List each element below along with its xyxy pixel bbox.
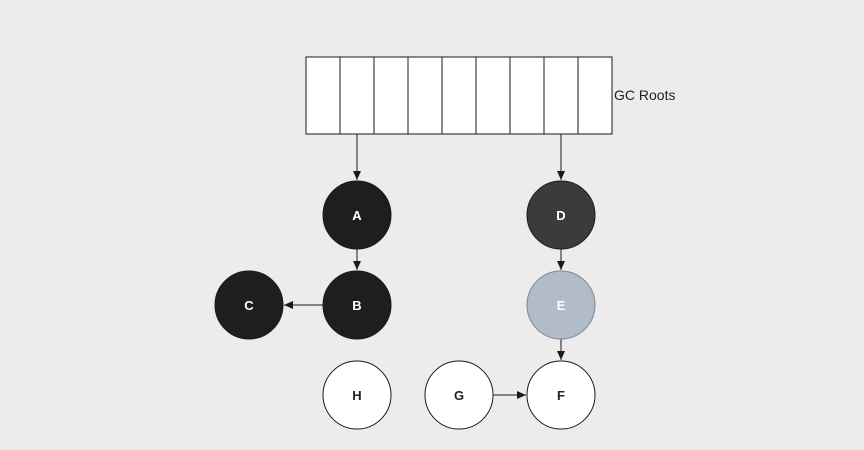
node-c: C: [214, 270, 284, 340]
node-h-label: H: [352, 388, 361, 403]
node-e-circle: [526, 270, 596, 340]
node-h-circle: [322, 360, 392, 430]
node-e: E: [526, 270, 596, 340]
object-nodes: A B C D E F G H: [214, 180, 596, 430]
node-d: D: [526, 180, 596, 250]
node-g-label: G: [454, 388, 464, 403]
node-a: A: [322, 180, 392, 250]
node-f-label: F: [557, 388, 565, 403]
node-a-circle: [322, 180, 392, 250]
node-c-circle: [214, 270, 284, 340]
node-d-label: D: [556, 208, 565, 223]
node-c-label: C: [244, 298, 254, 313]
node-f-circle: [526, 360, 596, 430]
reference-edges: [284, 134, 565, 399]
node-e-label: E: [557, 298, 566, 313]
gc-roots-label: GC Roots: [614, 87, 675, 103]
node-b: B: [322, 270, 392, 340]
node-b-circle: [322, 270, 392, 340]
gc-roots-slots: [339, 57, 579, 134]
gc-roots-box: [305, 56, 613, 135]
node-d-circle: [526, 180, 596, 250]
node-g-circle: [424, 360, 494, 430]
node-a-label: A: [352, 208, 362, 223]
gc-roots: GC Roots: [305, 56, 675, 135]
node-g: G: [424, 360, 494, 430]
node-f: F: [526, 360, 596, 430]
node-b-label: B: [352, 298, 361, 313]
node-h: H: [322, 360, 392, 430]
